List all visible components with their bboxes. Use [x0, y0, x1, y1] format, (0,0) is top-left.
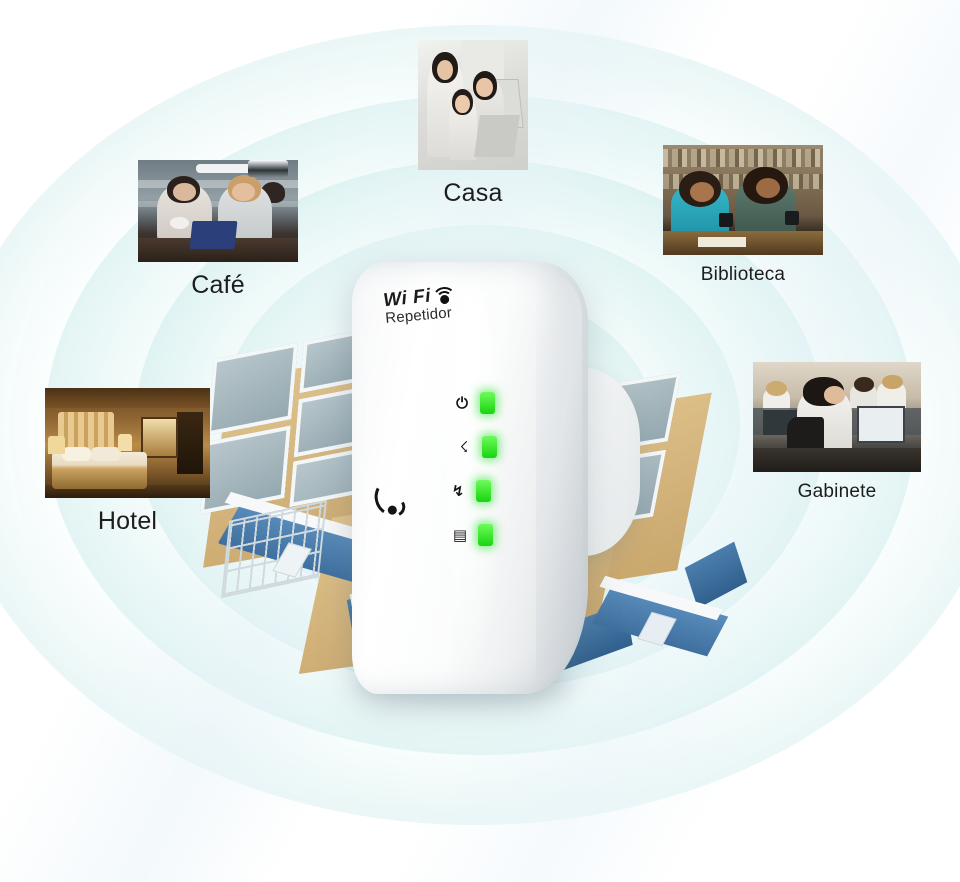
led-row-power: ⏻: [452, 390, 562, 434]
cafe-photo: [138, 160, 298, 262]
led-row-wlan: ☇: [452, 434, 562, 478]
led-row-wps: ↯: [452, 478, 562, 522]
caption-gabinete: Gabinete: [797, 481, 877, 502]
power-icon: ⏻: [456, 395, 468, 412]
led-indicator-panel: ⏻ ☇ ↯ ▤: [452, 390, 562, 566]
caption-cafe: Café: [191, 271, 245, 299]
power-led: [480, 392, 495, 414]
ethernet-led: [478, 524, 493, 546]
hotel-photo: [45, 388, 210, 498]
wlan-led: [482, 436, 497, 458]
scene-card-casa: Casa: [418, 40, 528, 208]
wifi-signal-icon: [431, 285, 458, 313]
gabinete-photo: [753, 362, 921, 472]
ethernet-icon: ▤: [452, 527, 468, 544]
scene-card-cafe: Café: [138, 160, 298, 300]
biblioteca-photo: [663, 145, 823, 255]
scene-card-biblioteca: Biblioteca: [663, 145, 823, 286]
wifi-repeater-device: Wi Fi Repetidor ⏻ ☇ ↯ ▤: [352, 262, 588, 704]
wlan-icon: ☇: [459, 439, 469, 456]
scene-card-gabinete: Gabinete: [753, 362, 921, 503]
wall-plug-prong-icon: [196, 158, 292, 180]
caption-casa: Casa: [443, 179, 503, 207]
scene-card-hotel: Hotel: [45, 388, 210, 536]
caption-biblioteca: Biblioteca: [700, 264, 786, 285]
led-row-ethernet: ▤: [452, 522, 562, 566]
wps-status-icon: ↯: [451, 483, 465, 500]
wps-led: [476, 480, 491, 502]
casa-photo: [418, 40, 528, 170]
caption-hotel: Hotel: [97, 507, 158, 535]
